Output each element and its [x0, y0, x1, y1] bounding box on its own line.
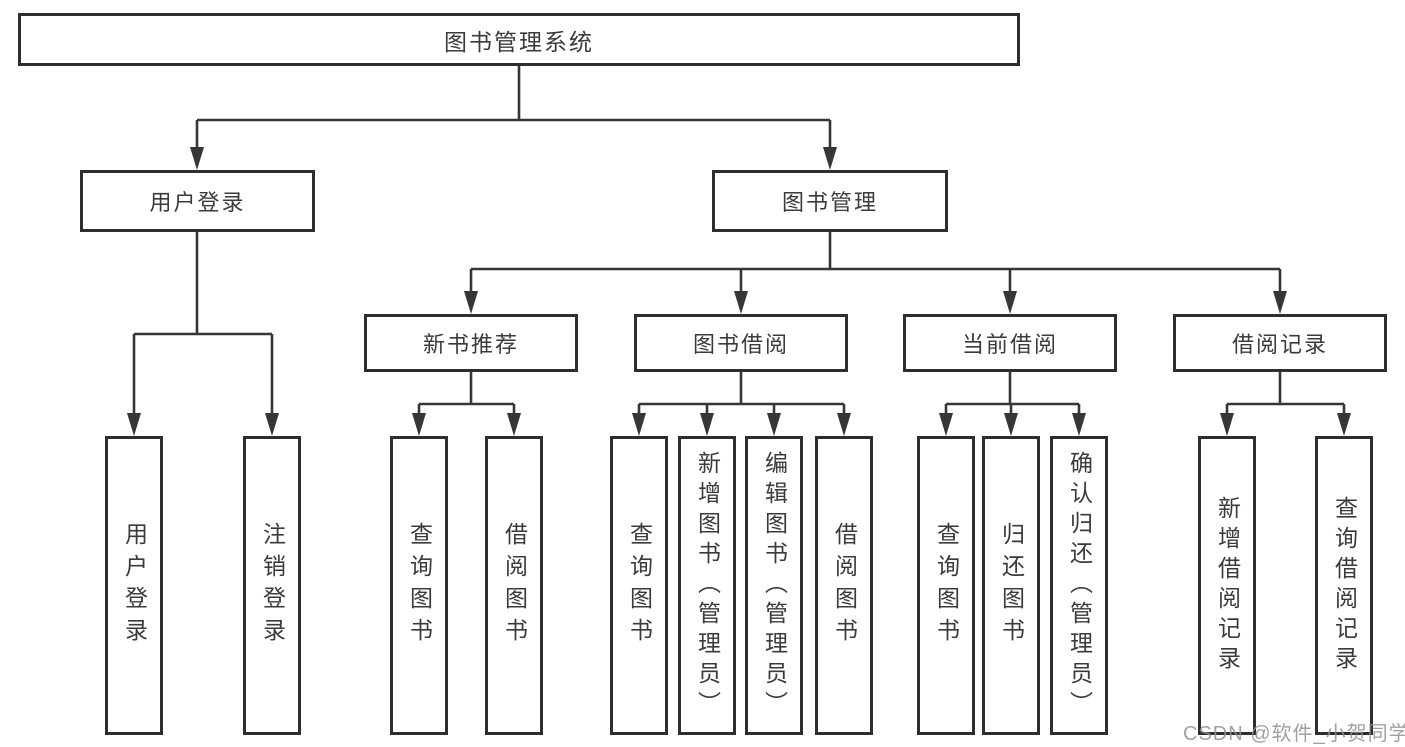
- node-borrowing-records: 借阅记录: [1173, 314, 1387, 372]
- leaf-borrow-books-recommend: 借阅图书: [485, 436, 543, 735]
- node-book-borrowing: 图书借阅: [634, 314, 848, 372]
- leaf-logout: 注销登录: [243, 436, 301, 735]
- watermark: CSDN @软件_小贺同学: [1183, 723, 1405, 745]
- connector-current-borrow-to-leaves: [939, 372, 1086, 436]
- connector-new-book-rec-to-leaves: [412, 372, 521, 436]
- connector-user-login-to-leaves: [127, 232, 279, 436]
- leaf-query-books-current: 查询图书: [917, 436, 975, 735]
- node-new-book-recommend: 新书推荐: [364, 314, 578, 372]
- node-user-login: 用户登录: [80, 170, 315, 232]
- leaf-return-books: 归还图书: [982, 436, 1040, 735]
- leaf-confirm-return-admin: 确认归还（管理员）: [1050, 436, 1108, 735]
- leaf-add-books-admin: 新增图书（管理员）: [678, 436, 736, 735]
- connector-book-borrow-to-leaves: [632, 372, 851, 436]
- leaf-borrow-books: 借阅图书: [815, 436, 873, 735]
- node-book-management-system: 图书管理系统: [18, 13, 1020, 66]
- leaf-add-borrow-record: 新增借阅记录: [1198, 436, 1256, 735]
- leaf-user-login: 用户登录: [105, 436, 163, 735]
- connector-book-mgmt-to-level3: [464, 232, 1287, 314]
- leaf-query-books-borrowing: 查询图书: [610, 436, 668, 735]
- connector-borrow-records-to-leaves: [1220, 372, 1351, 436]
- leaf-edit-books-admin: 编辑图书（管理员）: [745, 436, 803, 735]
- connector-root-to-level2: [190, 64, 837, 170]
- node-book-management: 图书管理: [712, 170, 948, 232]
- leaf-query-books-recommend: 查询图书: [390, 436, 448, 735]
- node-current-borrowing: 当前借阅: [903, 314, 1117, 372]
- leaf-query-borrow-record: 查询借阅记录: [1315, 436, 1373, 735]
